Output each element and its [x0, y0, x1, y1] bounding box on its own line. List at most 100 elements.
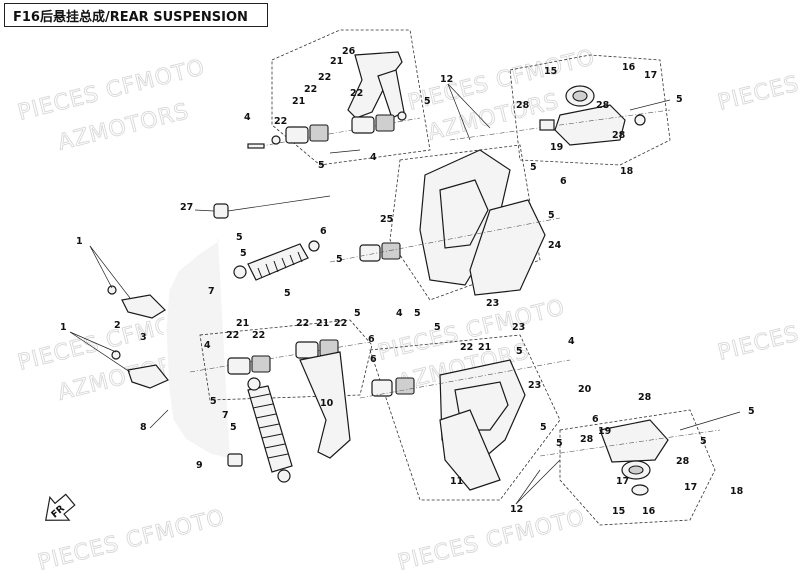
callout-7: 7: [222, 410, 229, 421]
leader-line: [447, 83, 491, 129]
trailing-arm-rear-group: [449, 54, 671, 166]
callout-5: 5: [434, 322, 441, 333]
callout-4: 4: [370, 152, 377, 163]
callout-5: 5: [748, 406, 755, 417]
shock-coils-upper: [257, 251, 303, 279]
callout-16: 16: [622, 62, 636, 73]
leader-line: [629, 99, 671, 111]
frame-bracket-upper: [329, 144, 561, 301]
bushing-22-lower-frame: [371, 379, 393, 397]
bushing-22-lower-left: [227, 357, 251, 375]
upper-a-arm: [347, 51, 403, 119]
bolt-4-upper: [247, 143, 265, 149]
leader-line: [149, 409, 169, 429]
shock-absorber-lower: [247, 377, 293, 483]
diagram-title: F16后悬挂总成/REAR SUSPENSION: [4, 3, 268, 27]
leader-line: [515, 469, 541, 505]
callout-24: 24: [548, 240, 562, 251]
bushing-22-lower-right: [295, 341, 319, 359]
callout-23: 23: [512, 322, 525, 333]
bushing-22-mid: [359, 244, 381, 262]
bolt-1-upper: [107, 285, 117, 295]
upper-arm-assembly: [247, 29, 431, 166]
seal-16-lower: [631, 484, 649, 496]
upper-a-arm-rear-leg: [377, 69, 405, 119]
callout-12: 12: [510, 504, 523, 515]
callout-4: 4: [568, 336, 575, 347]
leader-lines: [69, 83, 741, 505]
callout-10: 10: [320, 398, 334, 409]
callout-17: 17: [644, 70, 657, 81]
nut-5-upper: [397, 111, 407, 121]
upper-arm-group-outline: [271, 29, 431, 166]
callout-8: 8: [140, 422, 147, 433]
callout-18: 18: [730, 486, 744, 497]
callout-5: 5: [516, 346, 523, 357]
stabilizer-bar-8: [164, 239, 231, 461]
callout-15: 15: [544, 66, 557, 77]
lower-arm-axis: [189, 341, 371, 373]
callout-28: 28: [676, 456, 690, 467]
watermark-line-12: PIECES CFMOTO: [395, 505, 587, 576]
trailing-arm-lower-group: [539, 409, 721, 526]
callout-6: 6: [320, 226, 327, 237]
shock-eye-upper-right: [308, 240, 320, 252]
callout-22: 22: [252, 330, 265, 341]
bushing-21-lower-left: [251, 355, 271, 373]
callout-21: 21: [316, 318, 329, 329]
callout-5: 5: [556, 438, 563, 449]
callout-28: 28: [638, 392, 652, 403]
callout-4: 4: [396, 308, 403, 319]
callout-7: 7: [208, 286, 215, 297]
callout-22: 22: [334, 318, 347, 329]
shock-eye-lower-bottom: [277, 469, 291, 483]
callout-28: 28: [596, 100, 610, 111]
front-direction-indicator: FR: [45, 493, 76, 521]
leader-line: [679, 411, 741, 431]
leader-line: [194, 209, 215, 212]
lower-link-arm-10: [299, 351, 351, 459]
callout-5: 5: [424, 96, 431, 107]
callout-4: 4: [204, 340, 211, 351]
callout-22: 22: [318, 72, 331, 83]
link-bushing-27: [213, 203, 229, 219]
washer-5-upper-right: [634, 114, 646, 126]
frame-mount-cutout: [439, 179, 489, 249]
callout-21: 21: [330, 56, 343, 67]
watermark-line-5: PIECES CFMOTO: [715, 45, 800, 116]
callout-22: 22: [460, 342, 473, 353]
knuckle-bracket-upper: [554, 104, 626, 146]
callout-5: 5: [354, 308, 361, 319]
callout-5: 5: [230, 422, 237, 433]
callout-20: 20: [578, 384, 592, 395]
link-rod-27: [227, 195, 331, 212]
shock-spring-body-lower: [247, 385, 293, 473]
callout-22: 22: [296, 318, 309, 329]
watermark-line-10: PIECES CFMOTO: [715, 295, 800, 366]
bar-end-clamp-9: [227, 453, 243, 467]
knuckle-group-outline: [509, 54, 671, 166]
callout-4: 4: [244, 112, 251, 123]
callout-28: 28: [580, 434, 594, 445]
leader-line: [447, 83, 471, 141]
shock-coils-lower: [249, 393, 289, 459]
callout-26: 26: [342, 46, 356, 57]
callout-22: 22: [304, 84, 317, 95]
callout-25: 25: [380, 214, 393, 225]
shock-absorber-upper: [233, 240, 320, 281]
lower-frame-group-outline: [369, 334, 561, 501]
knuckle-axis-upper: [449, 109, 671, 141]
callout-6: 6: [560, 176, 567, 187]
callout-6: 6: [592, 414, 599, 425]
spacer-28-upper: [539, 119, 555, 131]
shock-eye-upper-left: [233, 265, 247, 279]
hub-bearing-lower: [628, 465, 644, 475]
callout-15: 15: [612, 506, 625, 517]
callout-1: 1: [76, 236, 83, 247]
callout-5: 5: [530, 162, 537, 173]
callout-28: 28: [516, 100, 530, 111]
callout-17: 17: [684, 482, 697, 493]
shock-eye-lower-top: [247, 377, 261, 391]
bushing-21-right: [375, 114, 395, 132]
lower-frame-axis: [359, 359, 571, 399]
